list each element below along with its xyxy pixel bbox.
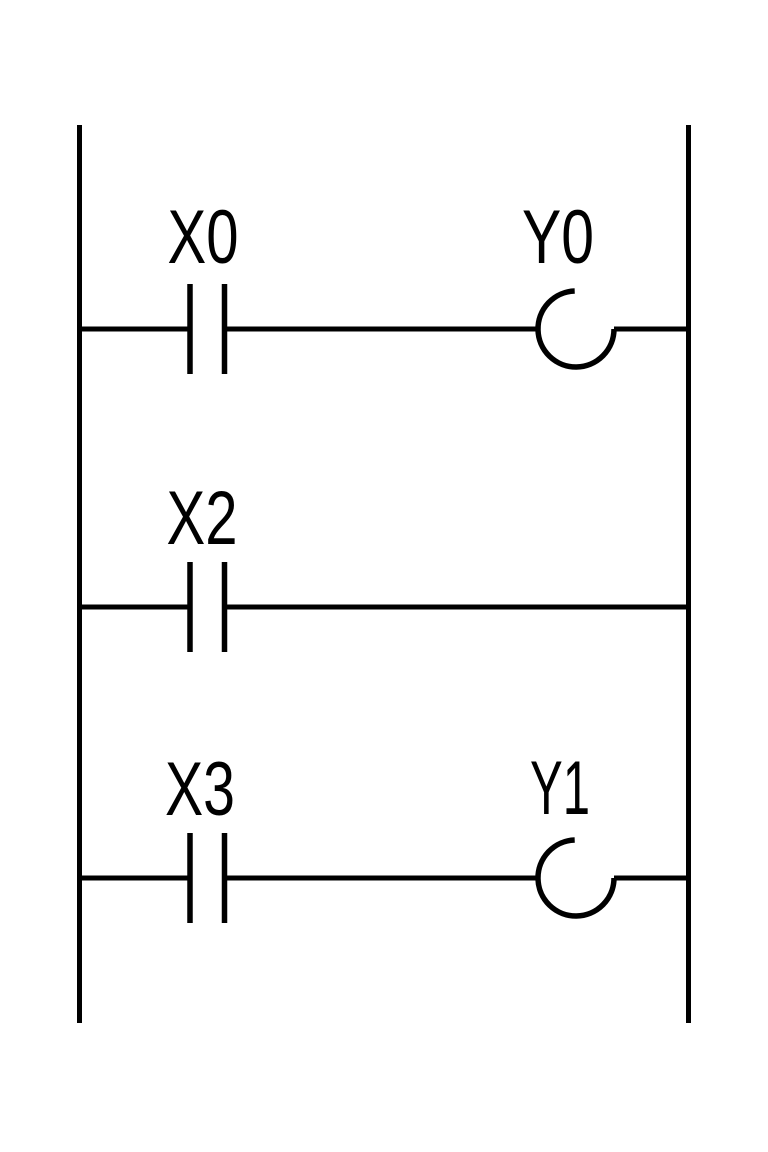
contact-x2-icon	[187, 562, 228, 652]
rung-2: X2	[77, 476, 690, 652]
coil-y0-icon	[535, 288, 617, 370]
coil-y1-label: Y1	[530, 746, 590, 831]
rung-3: X3 Y1	[77, 746, 690, 923]
contact-x3-label: X3	[165, 747, 235, 832]
contact-x3-icon	[187, 833, 228, 923]
rung-1: X0 Y0	[77, 195, 690, 374]
coil-y0-label: Y0	[522, 195, 594, 280]
coil-y1-icon	[535, 837, 617, 919]
power-rails	[77, 125, 691, 1023]
contact-x0-label: X0	[168, 195, 239, 280]
contact-x0-icon	[187, 284, 228, 374]
contact-x2-label: X2	[167, 476, 238, 561]
